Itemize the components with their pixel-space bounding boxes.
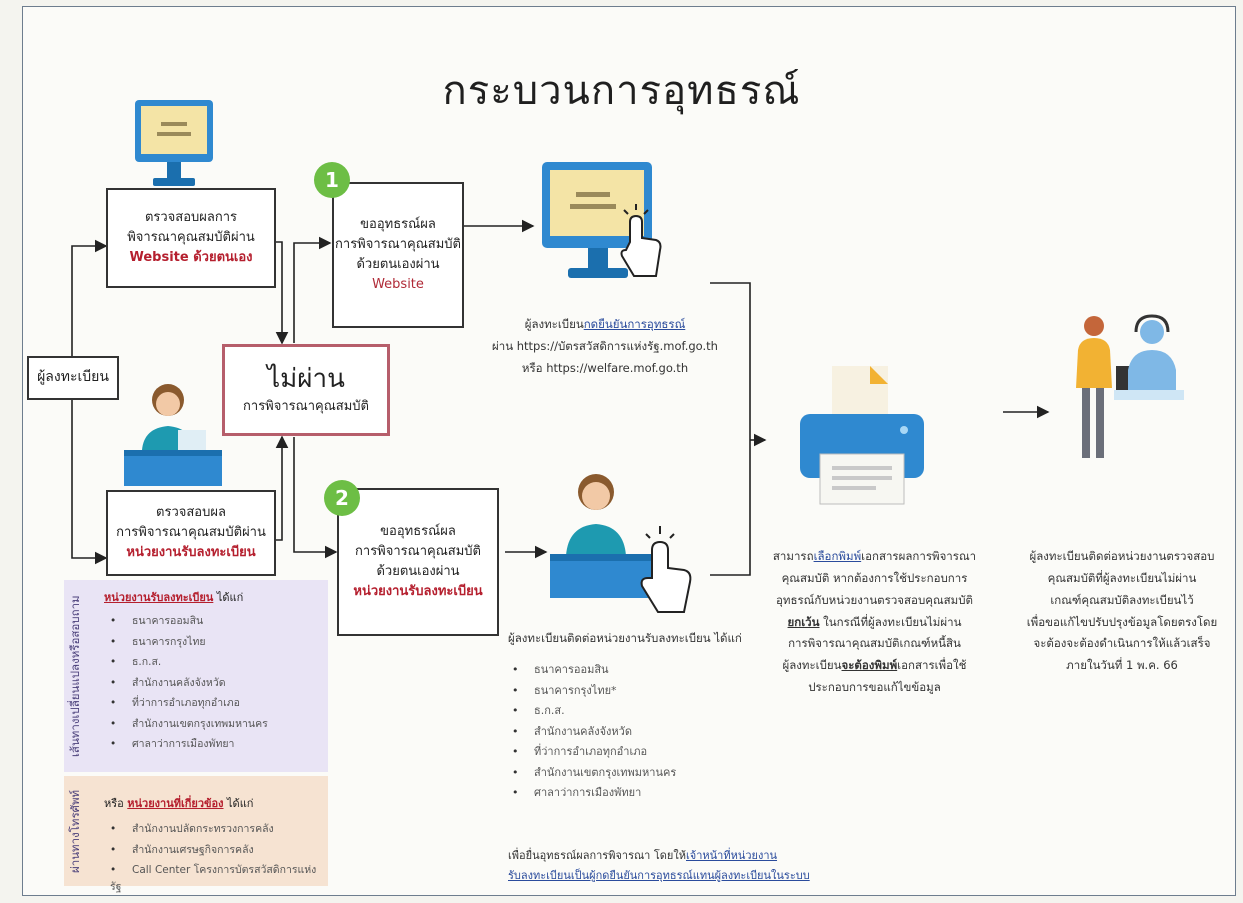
phone-panel-heading-rest: ได้แก่: [223, 797, 254, 810]
contact-note-l2: คุณสมบัติที่ผู้ลงทะเบียนไม่ผ่าน: [1047, 570, 1197, 585]
list-item: ศาลาว่าการเมืองพัทยา: [110, 735, 320, 756]
phone-panel-heading: หรือ หน่วยงานที่เกี่ยวข้อง ได้แก่: [104, 794, 253, 812]
check-unit-box: ตรวจสอบผล การพิจารณาคุณสมบัติผ่าน หน่วยง…: [106, 490, 276, 576]
fail-sub: การพิจารณาคุณสมบัติ: [243, 398, 369, 414]
list-item: ที่ว่าการอำเภอทุกอำเภอ: [110, 694, 320, 715]
print-note-l1b: เลือกพิมพ์: [813, 549, 862, 563]
units-panel-heading: หน่วยงานรับลงทะเบียน ได้แก่: [104, 588, 243, 606]
contact-note: ผู้ลงทะเบียนติดต่อหน่วยงานตรวจสอบ คุณสมบ…: [1002, 546, 1242, 677]
unit-note-footer: เพื่อยื่นอุทธรณ์ผลการพิจารณา โดยให้เจ้าห…: [508, 846, 848, 886]
staff-click-icon: [550, 474, 692, 613]
step2-box: ขออุทธรณ์ผล การพิจารณาคุณสมบัติ ด้วยตนเอ…: [337, 488, 499, 636]
step2-badge: 2: [324, 480, 360, 516]
page-title: กระบวนการอุทธรณ์: [442, 68, 801, 114]
computer-click-icon: [542, 162, 662, 278]
step1-line3: ด้วยตนเองผ่าน: [356, 257, 440, 272]
list-item: ธ.ก.ส.: [512, 701, 772, 722]
computer-monitor-icon: [135, 100, 213, 186]
list-item: สำนักงานเศรษฐกิจการคลัง: [110, 841, 325, 862]
fail-main: ไม่ผ่าน: [267, 364, 345, 395]
contact-note-l4: เพื่อขอแก้ไขปรับปรุงข้อมูลโดยตรงโดย: [1026, 614, 1218, 629]
contact-note-l6: ภายในวันที่ 1 พ.ค. 66: [1066, 658, 1178, 673]
print-note: สามารถเลือกพิมพ์เอกสารผลการพิจารณา คุณสม…: [762, 546, 987, 699]
unit-note-list: ธนาคารออมสิน ธนาคารกรุงไทย* ธ.ก.ส. สำนัก…: [512, 660, 772, 804]
print-note-l6c: เอกสารเพื่อใช้: [897, 658, 967, 673]
contact-note-l3: เกณฑ์คุณสมบัติลงทะเบียนไว้: [1050, 592, 1194, 607]
print-note-l1a: สามารถ: [772, 549, 814, 563]
list-item: ธ.ก.ส.: [110, 653, 320, 674]
list-item: ธนาคารออมสิน: [512, 660, 772, 681]
phone-panel-heading-pre: หรือ: [104, 797, 128, 810]
step2-line1: ขออุทธรณ์ผล: [380, 523, 456, 539]
check-self-box: ตรวจสอบผลการ พิจารณาคุณสมบัติผ่าน Websit…: [106, 188, 276, 288]
web-note: ผู้ลงทะเบียนกดยืนยันการอุทธรณ์ ผ่าน http…: [470, 314, 740, 380]
units-panel-vlabel: เส้นทางเปลี่ยนแปลงหรือสอบถาม: [68, 595, 82, 757]
step1-badge: 1: [314, 162, 350, 198]
phone-panel-list: สำนักงานปลัดกระทรวงการคลัง สำนักงานเศรษฐ…: [110, 820, 325, 893]
print-note-l7: ประกอบการขอแก้ไขข้อมูล: [808, 680, 941, 695]
print-note-l3: อุทธรณ์กับหน่วยงานตรวจสอบคุณสมบัติ: [776, 592, 973, 607]
step2-line3: ด้วยตนเองผ่าน: [376, 564, 460, 579]
check-unit-line1: ตรวจสอบผล: [156, 504, 226, 520]
step1-box: ขออุทธรณ์ผล การพิจารณาคุณสมบัติ ด้วยตนเอ…: [332, 182, 464, 328]
units-panel-heading-link: หน่วยงานรับลงทะเบียน: [104, 591, 214, 604]
step2-line2: การพิจารณาคุณสมบัติ: [355, 543, 481, 559]
web-note-line2: ผ่าน https://บัตรสวัสดิการแห่งรัฐ.mof.go…: [492, 338, 718, 353]
print-note-l2: คุณสมบัติ หากต้องการใช้ประกอบการ: [781, 570, 968, 585]
contact-note-l5: จะต้องจะต้องดำเนินการให้แล้วเสร็จ: [1033, 636, 1211, 651]
check-self-line3: Website ด้วยตนเอง: [129, 250, 253, 266]
check-self-line2: พิจารณาคุณสมบัติผ่าน: [127, 229, 255, 245]
fail-box: ไม่ผ่าน การพิจารณาคุณสมบัติ: [222, 344, 390, 436]
phone-panel-vlabel: ผ่านทางโทรศัพท์: [68, 789, 82, 873]
list-item: สำนักงานเขตกรุงเทพมหานคร: [512, 763, 772, 784]
list-item: ศาลาว่าการเมืองพัทยา: [512, 783, 772, 804]
step2-line4: หน่วยงานรับลงทะเบียน: [353, 584, 483, 600]
web-note-prefix: ผู้ลงทะเบียน: [524, 317, 584, 331]
list-item: สำนักงานปลัดกระทรวงการคลัง: [110, 820, 325, 841]
unit-note-footer-link2: รับลงทะเบียนเป็นผู้กดยืนยันการอุทธรณ์แทน…: [508, 868, 810, 882]
contact-note-l1: ผู้ลงทะเบียนติดต่อหน่วยงานตรวจสอบ: [1029, 549, 1215, 563]
print-note-l5: การพิจารณาคุณสมบัติเกณฑ์หนี้สิน: [788, 636, 961, 651]
printer-icon: [800, 366, 924, 505]
unit-note-intro: ผู้ลงทะเบียนติดต่อหน่วยงานรับลงทะเบียน ไ…: [508, 631, 742, 645]
units-panel-heading-rest: ได้แก่: [213, 591, 244, 604]
check-unit-line2: การพิจารณาคุณสมบัติผ่าน: [116, 524, 266, 540]
list-item: Call Center โครงการบัตรสวัสดิการแห่งรัฐ: [110, 861, 325, 893]
unit-note-footer-link1: เจ้าหน้าที่หน่วยงาน: [685, 849, 778, 862]
helpdesk-icon: [1076, 314, 1184, 458]
list-item: ธนาคารกรุงไทย*: [512, 681, 772, 702]
web-note-link: กดยืนยันการอุทธรณ์: [583, 317, 686, 331]
unit-note-footer-plain: เพื่อยื่นอุทธรณ์ผลการพิจารณา โดยให้: [508, 849, 686, 862]
list-item: ที่ว่าการอำเภอทุกอำเภอ: [512, 742, 772, 763]
staff-counter-icon: [124, 384, 222, 486]
print-note-l4b: ในกรณีที่ผู้ลงทะเบียนไม่ผ่าน: [819, 614, 962, 629]
registrant-label: ผู้ลงทะเบียน: [37, 369, 109, 386]
phone-panel-heading-link: หน่วยงานที่เกี่ยวข้อง: [127, 797, 224, 810]
step1-line2: การพิจารณาคุณสมบัติ: [335, 236, 461, 252]
list-item: สำนักงานเขตกรุงเทพมหานคร: [110, 715, 320, 736]
list-item: ธนาคารกรุงไทย: [110, 633, 320, 654]
print-note-l4a: ยกเว้น: [787, 614, 820, 629]
check-self-line1: ตรวจสอบผลการ: [144, 209, 238, 225]
print-note-l1c: เอกสารผลการพิจารณา: [861, 549, 977, 563]
units-panel-list: ธนาคารออมสิน ธนาคารกรุงไทย ธ.ก.ส. สำนักง…: [110, 612, 320, 756]
step1-line1: ขออุทธรณ์ผล: [360, 216, 436, 232]
print-note-l6b: จะต้องพิมพ์: [841, 658, 898, 673]
print-note-l6a: ผู้ลงทะเบียน: [782, 658, 842, 673]
step1-line4: Website: [372, 277, 424, 293]
list-item: ธนาคารออมสิน: [110, 612, 320, 633]
check-unit-line3: หน่วยงานรับลงทะเบียน: [126, 545, 256, 561]
web-note-line3: หรือ https://welfare.mof.go.th: [521, 360, 689, 375]
registrant-box: ผู้ลงทะเบียน: [27, 356, 119, 400]
list-item: สำนักงานคลังจังหวัด: [110, 674, 320, 695]
list-item: สำนักงานคลังจังหวัด: [512, 722, 772, 743]
